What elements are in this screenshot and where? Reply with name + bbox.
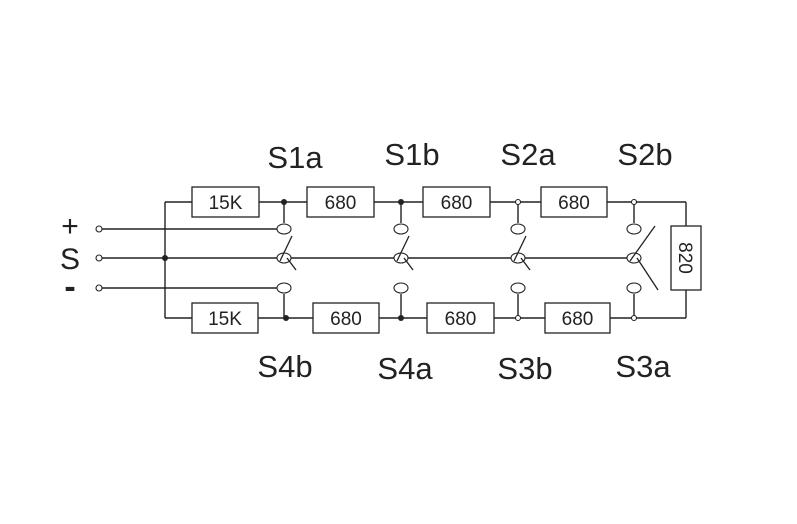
resistor-label: 15K bbox=[209, 193, 243, 214]
switch-contact-top bbox=[276, 223, 292, 235]
switch-contact-top bbox=[510, 223, 526, 235]
minus-label: - bbox=[64, 268, 75, 306]
switch-blade bbox=[279, 235, 293, 262]
resistor-label: 680 bbox=[330, 309, 362, 330]
switch-blade bbox=[520, 257, 531, 271]
switch-blade bbox=[396, 235, 410, 262]
resistor-box bbox=[191, 302, 259, 334]
resistor-label: 820 bbox=[674, 242, 695, 274]
junction-dot bbox=[281, 199, 287, 205]
switch-label: S4b bbox=[257, 349, 312, 384]
resistor-box bbox=[540, 186, 608, 218]
resistor-box bbox=[544, 302, 611, 334]
signal-terminal bbox=[95, 254, 103, 262]
junction-node bbox=[630, 198, 638, 206]
switch-label: S3a bbox=[615, 349, 671, 384]
switch-contact-top bbox=[393, 223, 409, 235]
resistor-label: 680 bbox=[445, 309, 477, 330]
switch-label: S2a bbox=[500, 137, 556, 172]
switch-blade bbox=[286, 257, 297, 271]
resistor-label: 680 bbox=[562, 309, 594, 330]
switch-contact-top bbox=[626, 223, 642, 235]
plus-terminal bbox=[95, 225, 103, 233]
resistor-label: 680 bbox=[325, 193, 357, 214]
resistor-box bbox=[670, 225, 702, 291]
resistor-box bbox=[191, 186, 260, 218]
plus-label: + bbox=[61, 210, 79, 243]
junction-dot bbox=[398, 315, 404, 321]
resistor-box bbox=[312, 302, 380, 334]
switch-blade bbox=[403, 257, 414, 271]
junction-node bbox=[514, 314, 522, 322]
switch-label: S2b bbox=[617, 137, 672, 172]
junction-node bbox=[514, 198, 522, 206]
switch-blade bbox=[629, 225, 656, 262]
junction-node bbox=[630, 314, 638, 322]
switch-contact-bottom bbox=[510, 282, 526, 294]
switch-label: S3b bbox=[497, 351, 552, 386]
switch-label: S1b bbox=[384, 137, 439, 172]
switch-blade bbox=[636, 257, 659, 291]
switch-label: S1a bbox=[267, 140, 323, 175]
junction-dot bbox=[398, 199, 404, 205]
switch-contact-bottom bbox=[626, 282, 642, 294]
resistor-label: 680 bbox=[441, 193, 473, 214]
junction-dot bbox=[283, 315, 289, 321]
switch-contact-bottom bbox=[393, 282, 409, 294]
resistor-label: 15K bbox=[208, 309, 242, 330]
resistor-box bbox=[306, 186, 375, 218]
resistor-label: 680 bbox=[558, 193, 590, 214]
signal-label: S bbox=[60, 243, 80, 276]
junction-dot bbox=[162, 255, 168, 261]
switch-label: S4a bbox=[377, 351, 433, 386]
resistor-box bbox=[426, 302, 495, 334]
resistor-box bbox=[422, 186, 491, 218]
minus-terminal bbox=[95, 284, 103, 292]
switch-blade bbox=[513, 235, 527, 262]
switch-contact-bottom bbox=[276, 282, 292, 294]
